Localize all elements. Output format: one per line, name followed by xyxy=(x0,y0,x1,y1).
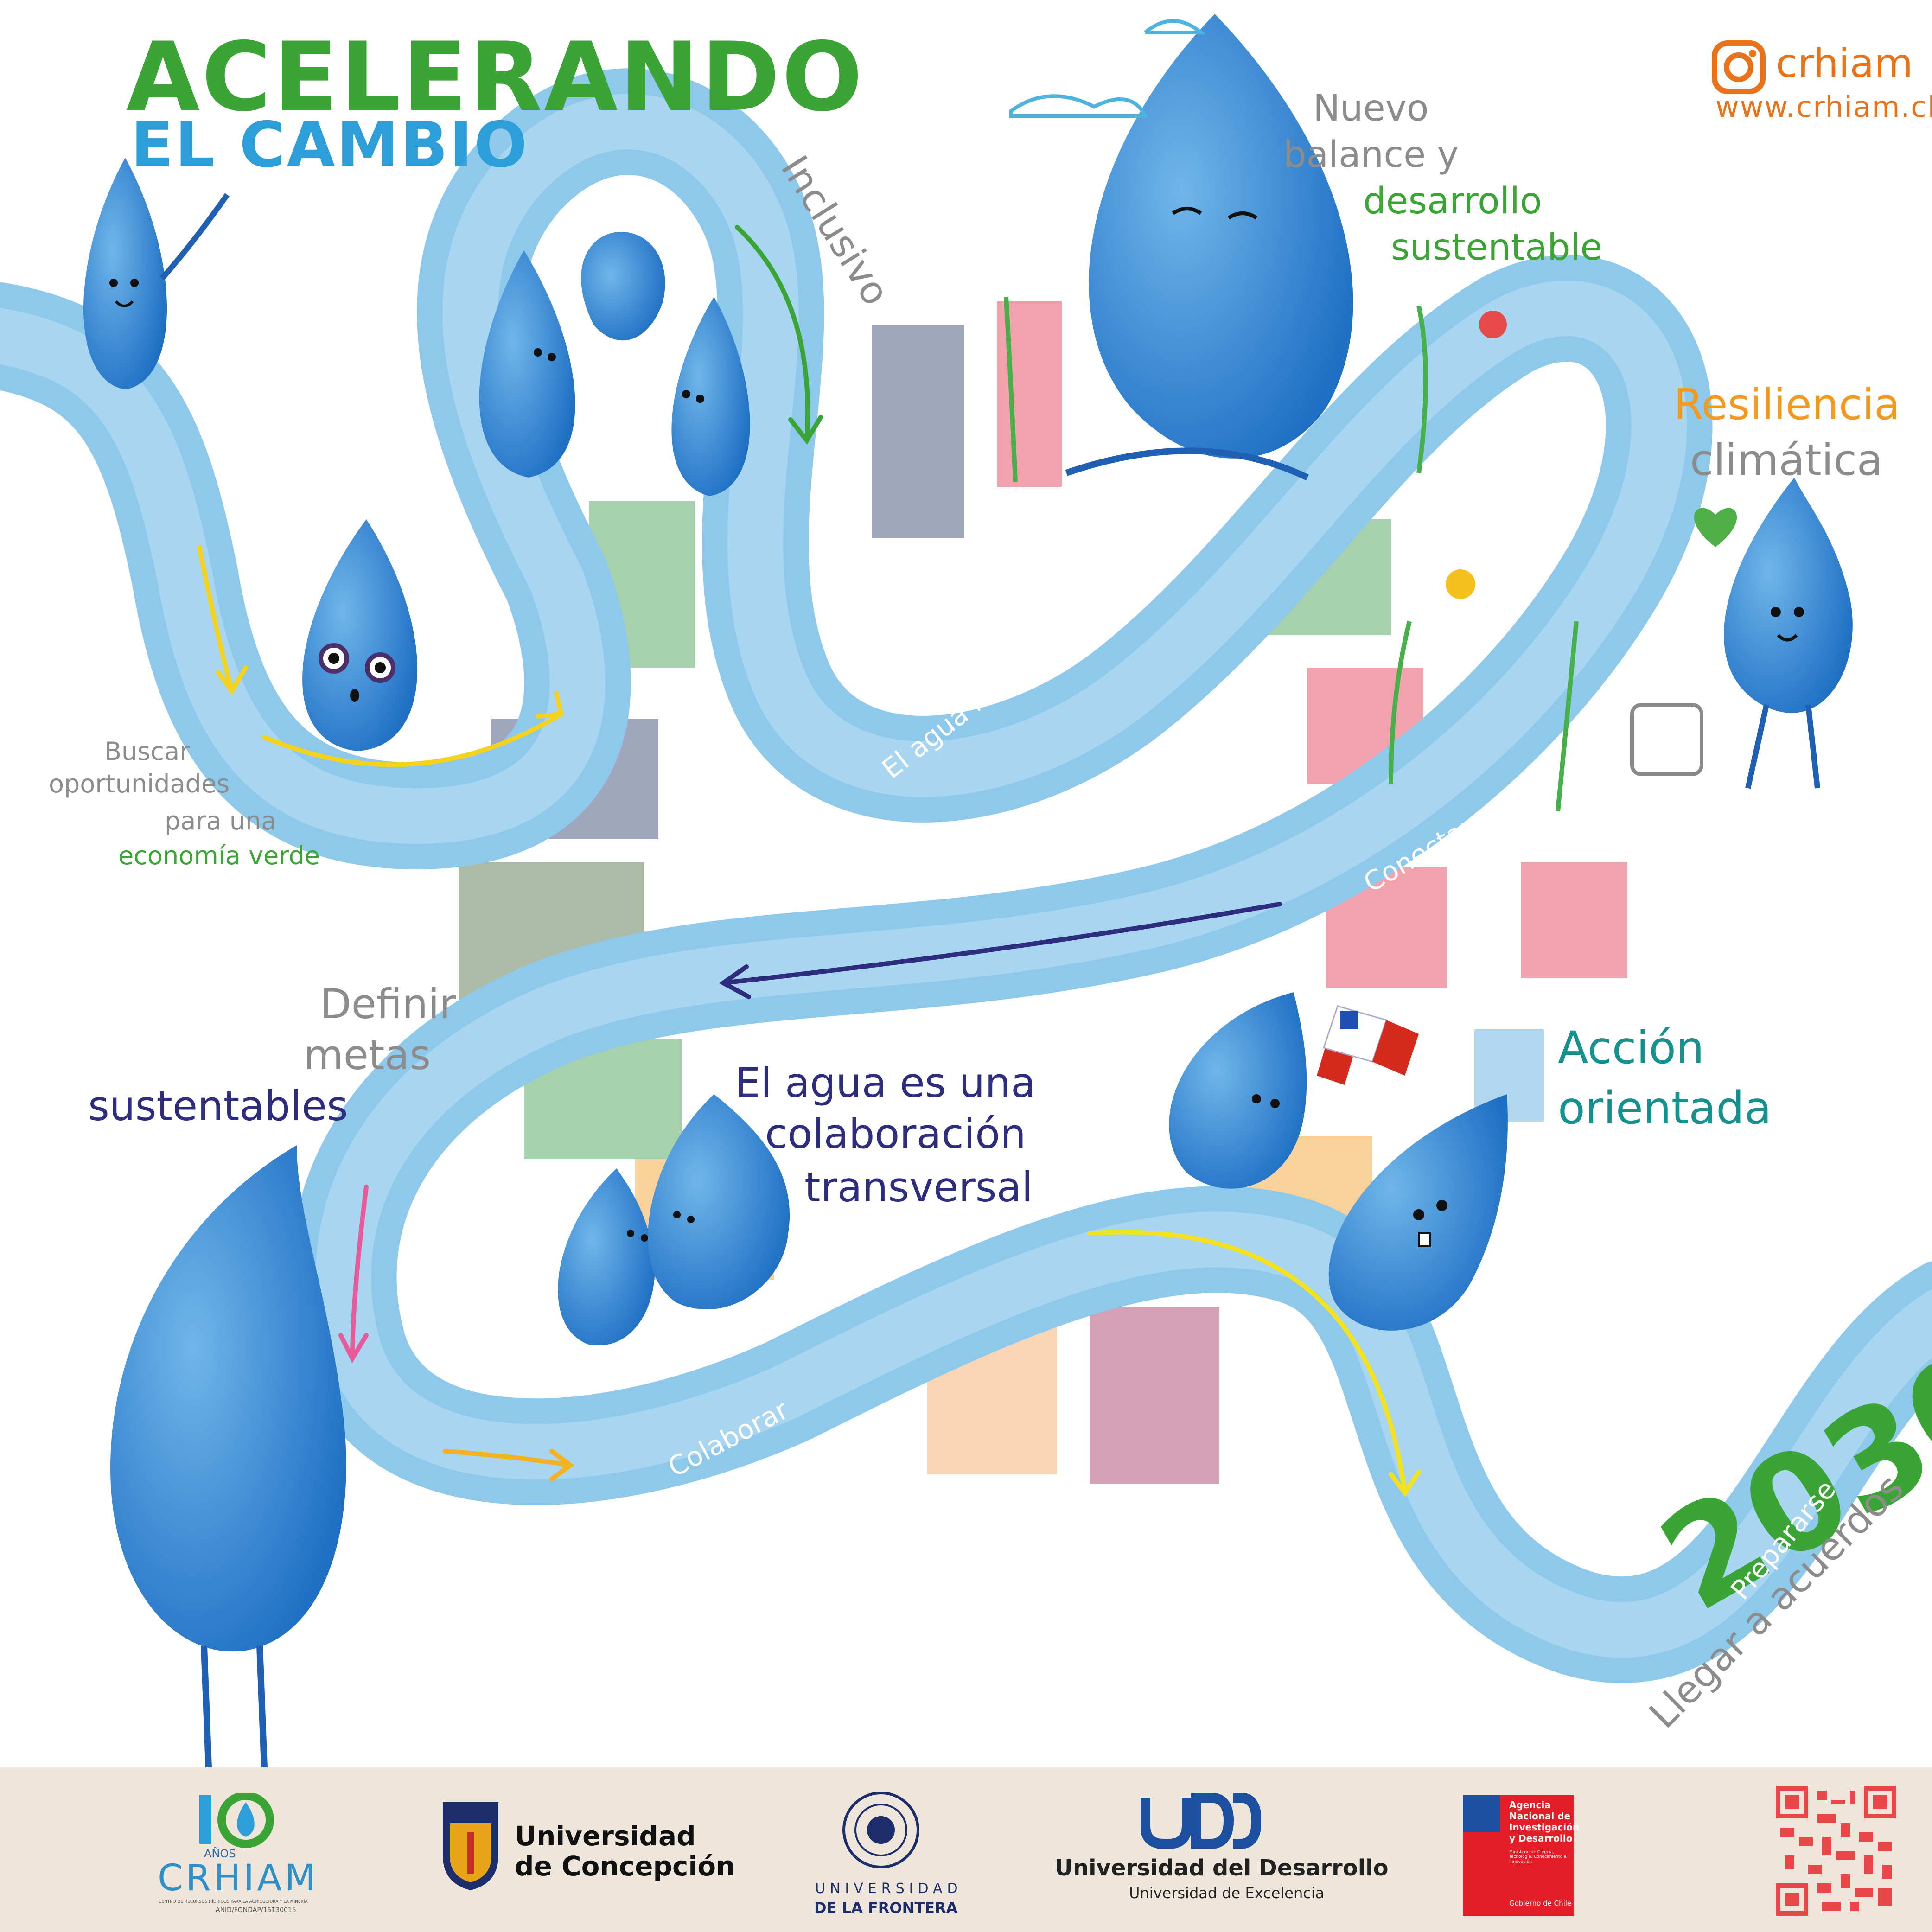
ufro-name-2: DE LA FRONTERA xyxy=(814,1899,958,1917)
label-colaboracion-2: colaboración xyxy=(765,1110,1026,1158)
title-line-2: EL CAMBIO xyxy=(131,108,529,181)
udec-name-1: Universidad xyxy=(515,1820,696,1852)
crhiam-sub: CENTRO DE RECURSOS HÍDRICOS PARA LA AGRI… xyxy=(159,1900,308,1904)
flow-arrows xyxy=(197,225,1421,1497)
label-buscar: Buscar xyxy=(104,737,190,766)
flower xyxy=(1479,311,1507,338)
plants xyxy=(1004,296,1579,812)
qr-code[interactable] xyxy=(1776,1786,1896,1916)
crhiam-logo[interactable]: AÑOS CRHIAM CENTRO DE RECURSOS HÍDRICOS … xyxy=(153,1793,329,1914)
cloud-icon xyxy=(1009,94,1148,118)
label-resiliencia: Resiliencia xyxy=(1674,380,1900,429)
udec-logo[interactable]: Universidad de Concepción xyxy=(440,1800,735,1893)
crhiam-years: AÑOS xyxy=(204,1847,236,1860)
drop-characters xyxy=(83,14,1853,1767)
drop-meditating xyxy=(1065,14,1353,481)
label-definir: Definir xyxy=(320,980,456,1028)
crhiam-code: ANID/FONDAP/15130015 xyxy=(216,1906,296,1914)
drop-flag xyxy=(1169,992,1419,1189)
drop-gardener xyxy=(1724,478,1853,789)
website-link[interactable]: www.crhiam.cl xyxy=(1715,90,1932,124)
cloud-icon xyxy=(1144,19,1206,34)
label-nuevo: Nuevo xyxy=(1313,88,1429,129)
ufro-logo[interactable]: UNIVERSIDAD DE LA FRONTERA xyxy=(807,1791,958,1920)
instagram-handle[interactable]: crhiam xyxy=(1776,40,1913,87)
label-orientada: orientada xyxy=(1558,1082,1772,1134)
label-metas: metas xyxy=(304,1031,431,1079)
udd-mark-icon xyxy=(1141,1793,1261,1849)
ufro-name-1: UNIVERSIDAD xyxy=(815,1881,963,1897)
label-balance: balance y xyxy=(1283,134,1459,176)
footer-logos: AÑOS CRHIAM CENTRO DE RECURSOS HÍDRICOS … xyxy=(0,1767,1932,1932)
anid-line-1: Agencia xyxy=(1509,1799,1551,1811)
udd-name: Universidad del Desarrollo xyxy=(1055,1855,1389,1881)
drop-glasses xyxy=(302,519,418,751)
label-para-una: para una xyxy=(165,806,277,835)
anid-line-4: y Desarrollo xyxy=(1509,1833,1573,1844)
label-colaboracion-1: El agua es una xyxy=(735,1059,1036,1107)
anid-logo[interactable]: Agencia Nacional de Investigación y Desa… xyxy=(1463,1795,1579,1916)
label-desarrollo: desarrollo xyxy=(1363,180,1542,222)
label-sustentable: sustentable xyxy=(1391,227,1603,268)
anid-ministry: Ministerio de Ciencia, Tecnología, Conoc… xyxy=(1509,1850,1567,1864)
anid-line-3: Investigación xyxy=(1509,1822,1580,1833)
anid-gov: Gobierno de Chile xyxy=(1509,1899,1572,1907)
river-artwork xyxy=(0,14,1932,1767)
drop-dancers xyxy=(479,232,750,496)
label-economia-verde: economía verde xyxy=(118,841,320,870)
drop-pair xyxy=(558,1094,790,1345)
watering-can-icon xyxy=(1630,703,1703,776)
heart-icon xyxy=(1694,508,1737,547)
drop-running xyxy=(1328,1094,1508,1331)
title-line-1: ACELERANDO xyxy=(126,22,865,133)
udec-shield-icon xyxy=(443,1802,498,1890)
drop-waving xyxy=(83,158,230,389)
drop-big-standing xyxy=(110,1145,346,1767)
udec-name-2: de Concepción xyxy=(515,1850,735,1882)
label-sustentables: sustentables xyxy=(88,1082,348,1130)
crhiam-name: CRHIAM xyxy=(158,1857,319,1899)
anid-line-2: Nacional de xyxy=(1509,1811,1571,1822)
label-accion: Acción xyxy=(1558,1022,1704,1074)
udd-tagline: Universidad de Excelencia xyxy=(1129,1884,1325,1902)
flower xyxy=(1446,569,1475,599)
label-oportunidades: oportunidades xyxy=(49,769,230,798)
instagram-icon[interactable] xyxy=(1711,39,1766,95)
anid-flag-block xyxy=(1463,1795,1500,1832)
label-climatica: climática xyxy=(1690,435,1883,485)
crhiam-ten-icon xyxy=(199,1793,274,1848)
udd-logo[interactable]: Universidad del Desarrollo Universidad d… xyxy=(1052,1793,1389,1913)
label-colaboracion-3: transversal xyxy=(804,1163,1033,1211)
ufro-seal-icon xyxy=(842,1792,919,1868)
